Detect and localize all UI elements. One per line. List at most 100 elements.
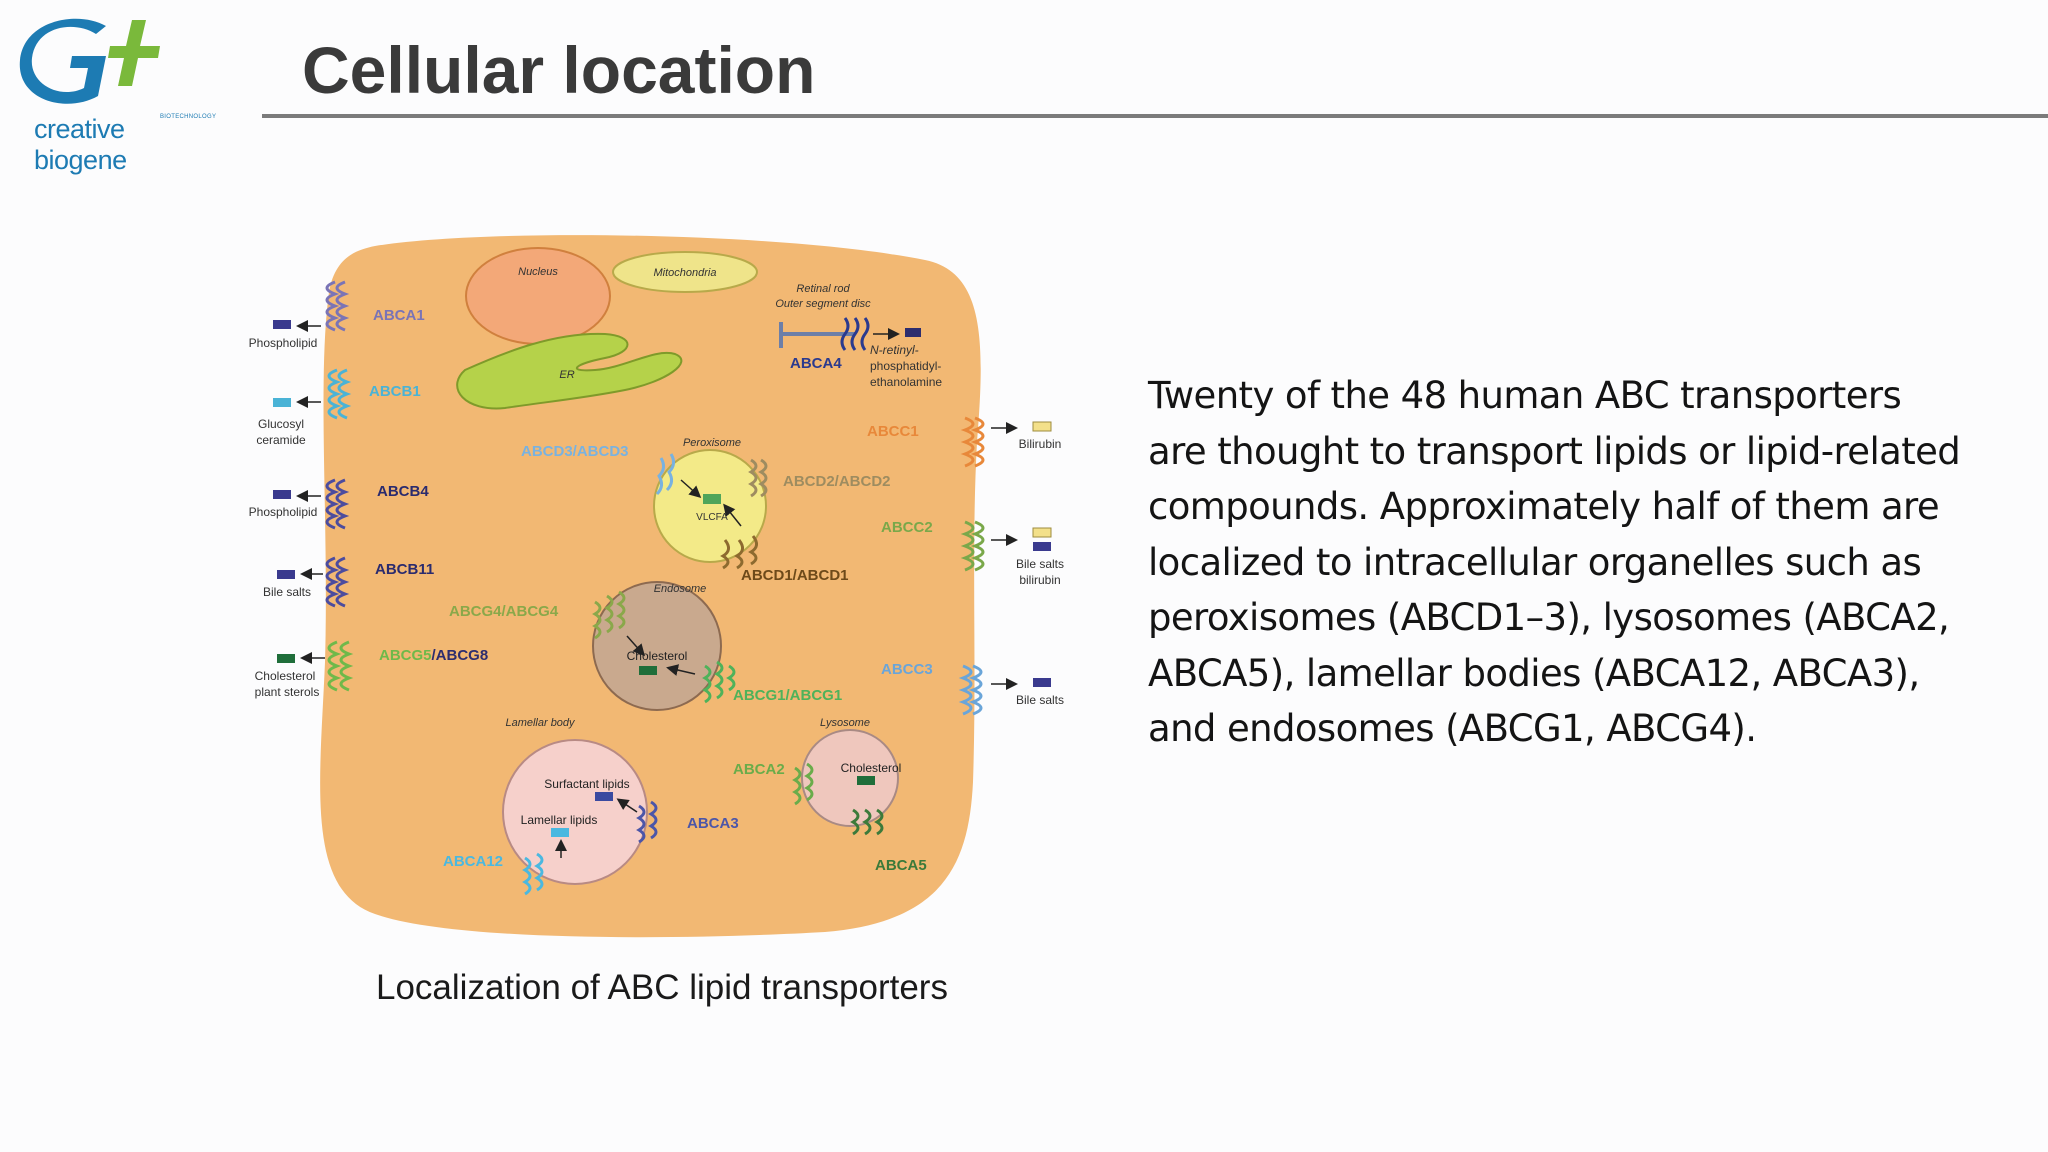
abca3-protein — [636, 800, 658, 844]
abcd1-label: ABCD1/ABCD1 — [741, 567, 849, 584]
description-line: are thought to transport lipids or lipid… — [1148, 429, 1961, 473]
retinal-label-2: Outer segment disc — [775, 298, 871, 310]
abcd2-label: ABCD2/ABCD2 — [783, 473, 891, 490]
abca5-label: ABCA5 — [875, 857, 927, 874]
retinal-disc — [779, 322, 855, 348]
abca1-label: ABCA1 — [373, 307, 425, 324]
abca4-label: ABCA4 — [790, 355, 842, 372]
abcg1-protein — [702, 660, 736, 704]
glucosyl-label-1: Glucosyl — [258, 417, 304, 431]
endoplasmic-reticulum — [456, 332, 683, 410]
lysosome — [801, 729, 899, 827]
description-line: Twenty of the 48 human ABC transporters — [1148, 374, 1902, 417]
bile-salts-left-box — [277, 570, 295, 579]
lamellar-body-label: Lamellar body — [505, 717, 576, 729]
abcg4-protein — [592, 590, 626, 640]
abcd2-protein — [748, 458, 768, 498]
abcc2-protein — [960, 520, 985, 572]
abca12-label: ABCA12 — [443, 853, 503, 870]
nucleus — [465, 247, 611, 345]
abcd1-protein — [720, 535, 758, 570]
abca3-label: ABCA3 — [687, 815, 739, 832]
cholesterol-lyso-label: Cholesterol — [841, 761, 902, 775]
abcb4-protein — [325, 478, 350, 530]
cholesterol-left-label-1: Cholesterol — [255, 669, 316, 683]
phospholipid-2-box — [273, 490, 291, 499]
abca2-protein — [792, 762, 814, 806]
cholesterol-endo-label: Cholesterol — [627, 649, 688, 663]
phospholipid-2-label: Phospholipid — [249, 505, 318, 519]
bilirubin-box-2 — [1032, 527, 1052, 538]
bile-salts-box-2 — [1033, 542, 1051, 551]
description-line: and endosomes (ABCG1, ABCG4). — [1148, 707, 1757, 750]
abcb1-protein — [327, 368, 352, 420]
abcc3-protein — [958, 664, 983, 716]
endosome — [592, 581, 722, 711]
endosome-label: Endosome — [654, 583, 707, 595]
lamellar-lipids-box — [551, 828, 569, 837]
logo-small-text: BIOTECHNOLOGY — [160, 114, 217, 120]
slide-title: Cellular location — [302, 33, 816, 107]
abcc1-label: ABCC1 — [867, 423, 919, 440]
logo-text: creative biogene — [34, 114, 127, 175]
abcb4-label: ABCB4 — [377, 483, 429, 500]
nretinyl-box — [905, 328, 921, 337]
abcg4-label: ABCG4/ABCG4 — [449, 603, 559, 620]
description-line: compounds. Approximately half of them ar… — [1148, 485, 1940, 528]
er-label: ER — [559, 369, 574, 381]
abcg5-label: ABCG5/ABCG8 — [379, 647, 488, 664]
abcg5-protein — [327, 640, 354, 692]
description-paragraph: Twenty of the 48 human ABC transporters … — [1148, 368, 2028, 757]
abcb1-label: ABCB1 — [369, 383, 421, 400]
glucosyl-box — [273, 398, 291, 407]
lamellar-lipids-label: Lamellar lipids — [521, 813, 598, 827]
abcg8-text: /ABCG8 — [432, 647, 489, 664]
cholesterol-lyso-box — [857, 776, 875, 785]
abca12-protein — [522, 852, 544, 896]
nretinyl-label-3: ethanolamine — [870, 375, 942, 389]
abca2-label: ABCA2 — [733, 761, 785, 778]
phospholipid-1-box — [273, 320, 291, 329]
abcd3-protein — [655, 453, 676, 496]
abca4-protein — [840, 317, 870, 351]
cholesterol-left-box — [277, 654, 295, 663]
abc-transporter-diagram: Nucleus Mitochondria ER Retinal rod Oute… — [225, 222, 1085, 942]
abca1-protein — [325, 280, 350, 332]
abcd3-label: ABCD3/ABCD3 — [521, 443, 629, 460]
abcb11-protein — [325, 556, 350, 608]
description-line: peroxisomes (ABCD1–3), lysosomes (ABCA2, — [1148, 596, 1950, 639]
abcc2-label: ABCC2 — [881, 519, 933, 536]
bilirubin-label: Bilirubin — [1019, 437, 1062, 451]
peroxisome-label: Peroxisome — [683, 437, 741, 449]
abcc1-protein — [960, 416, 985, 468]
cell-illustration: Nucleus Mitochondria ER Retinal rod Oute… — [249, 235, 1064, 938]
logo-mark-icon — [19, 18, 160, 104]
bile-salts-right-box — [1033, 678, 1051, 687]
title-divider — [262, 114, 2048, 118]
mitochondria-label: Mitochondria — [654, 267, 717, 279]
bile-salts-left-label: Bile salts — [263, 585, 311, 599]
vlcfa-box — [703, 494, 721, 504]
surfactant-label: Surfactant lipids — [544, 777, 629, 791]
abcc3-label: ABCC3 — [881, 661, 933, 678]
abcb11-label: ABCB11 — [375, 561, 434, 578]
glucosyl-label-2: ceramide — [256, 433, 306, 447]
lamellar-body — [502, 739, 648, 885]
peroxisome — [653, 449, 767, 563]
bile-salts-right-label: Bile salts — [1016, 693, 1064, 707]
company-logo: creative biogene BIOTECHNOLOGY — [14, 16, 217, 175]
nretinyl-label-2: phosphatidyl- — [870, 359, 941, 373]
description-line: localized to intracellular organelles su… — [1148, 540, 1922, 584]
figure-caption: Localization of ABC lipid transporters — [376, 968, 948, 1007]
abcg1-label: ABCG1/ABCG1 — [733, 687, 842, 704]
mitochondria — [612, 251, 758, 293]
abca5-protein — [850, 808, 884, 836]
abcg5-text: ABCG5 — [379, 647, 432, 664]
retinal-label-1: Retinal rod — [796, 283, 850, 295]
bilirubin-box — [1032, 421, 1052, 432]
bile-bilirubin-label-2: bilirubin — [1019, 573, 1060, 587]
nucleus-label: Nucleus — [518, 266, 558, 278]
vlcfa-label: VLCFA — [696, 512, 728, 523]
lysosome-label: Lysosome — [820, 717, 870, 729]
nretinyl-label-1: N-retinyl- — [870, 343, 919, 357]
